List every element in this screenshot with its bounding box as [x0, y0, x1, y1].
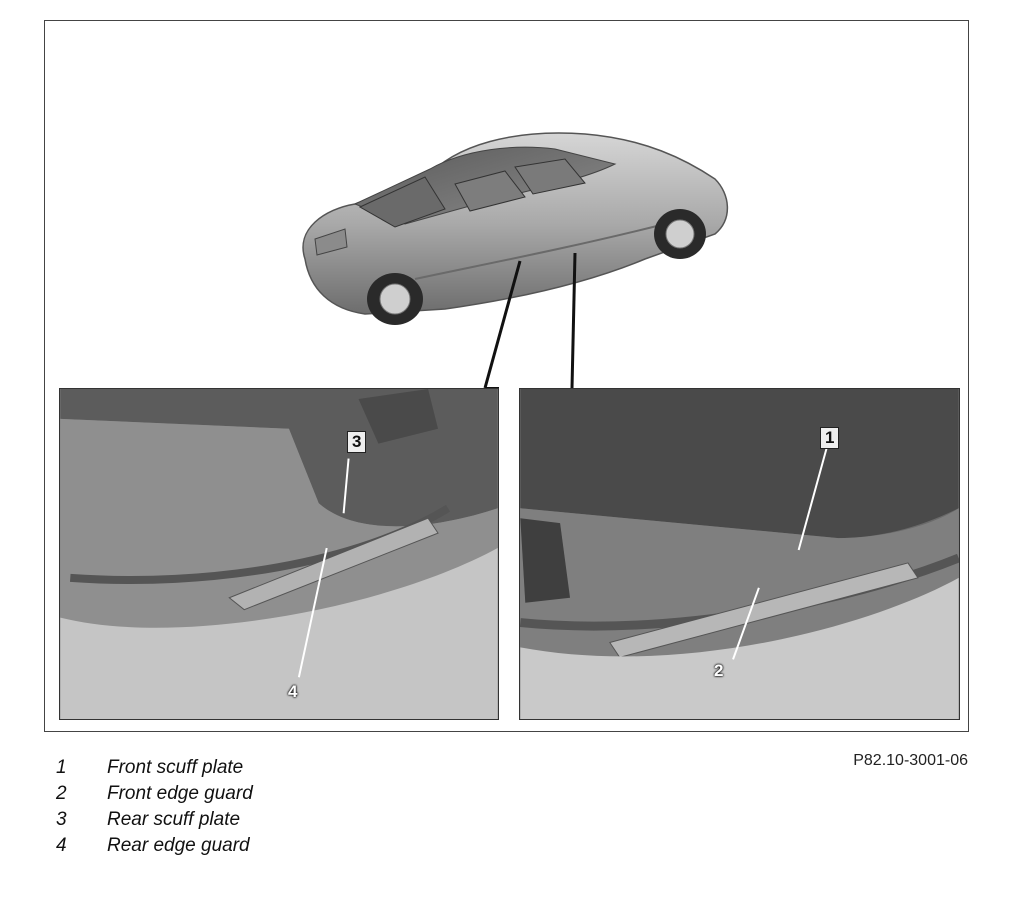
front-door-sill-detail: 1 2: [519, 388, 960, 720]
callout-2: 2: [714, 661, 724, 680]
figure-reference-code: P82.10-3001-06: [853, 752, 968, 769]
rear-door-sill-detail: 3 4: [59, 388, 499, 720]
legend-item: 1 Front scuff plate: [56, 755, 253, 781]
callout-3: 3: [347, 431, 367, 453]
figure-frame: 3 4 1 2: [44, 20, 969, 732]
legend-label: Front edge guard: [107, 783, 253, 804]
legend: 1 Front scuff plate 2 Front edge guard 3…: [56, 755, 253, 859]
legend-number: 4: [56, 835, 67, 856]
legend-item: 4 Rear edge guard: [56, 833, 253, 859]
callout-4: 4: [288, 682, 298, 701]
legend-number: 3: [56, 809, 67, 830]
legend-label: Rear edge guard: [107, 835, 250, 856]
legend-item: 3 Rear scuff plate: [56, 807, 253, 833]
legend-number: 2: [56, 783, 67, 804]
legend-label: Front scuff plate: [107, 757, 244, 778]
legend-item: 2 Front edge guard: [56, 781, 253, 807]
legend-label: Rear scuff plate: [107, 809, 241, 830]
callout-1: 1: [820, 427, 840, 449]
legend-number: 1: [56, 757, 67, 778]
car-illustration: [302, 132, 729, 325]
